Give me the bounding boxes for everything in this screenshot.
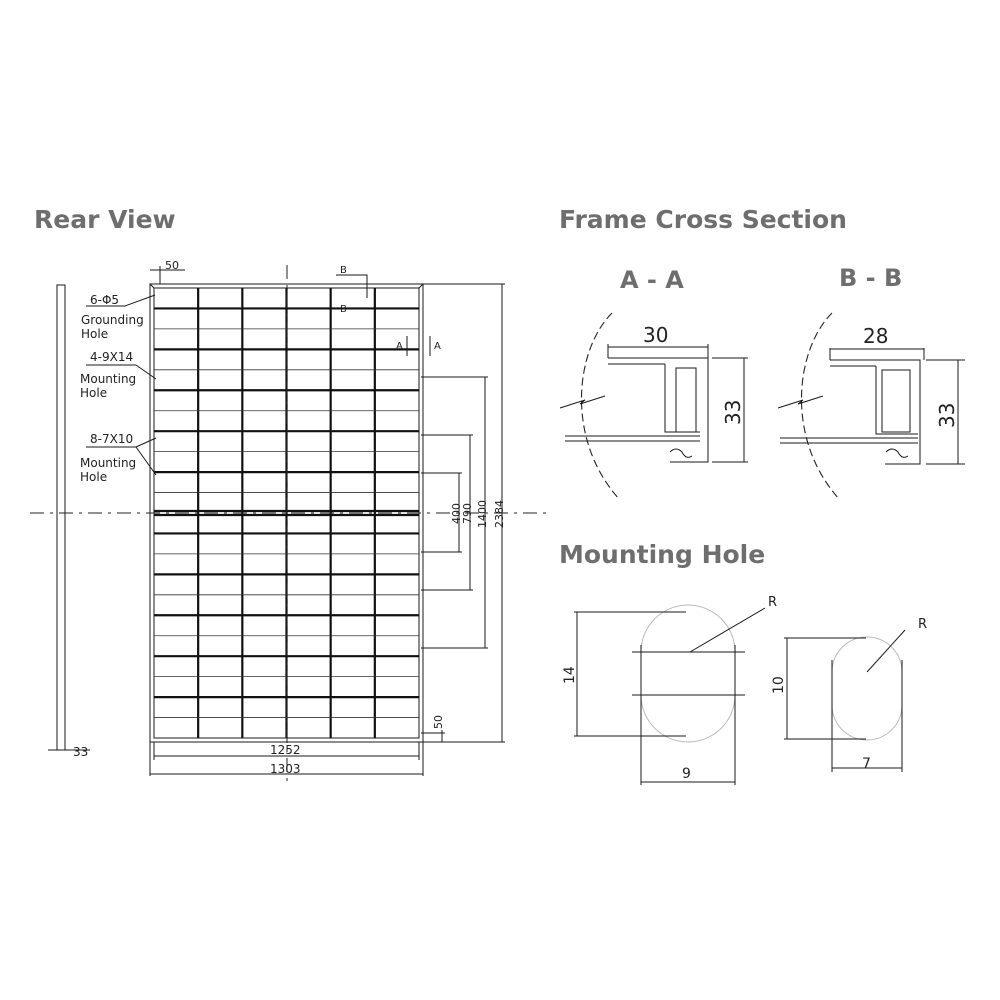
svg-text:Hole: Hole	[80, 470, 107, 484]
svg-text:6-Φ5: 6-Φ5	[90, 293, 119, 307]
dim-outer-width: 1303	[270, 762, 301, 776]
dim-400: 400	[450, 503, 463, 524]
svg-text:Mounting: Mounting	[80, 456, 136, 470]
svg-text:Mounting: Mounting	[80, 372, 136, 386]
mounting-hole-heading: Mounting Hole	[559, 540, 766, 569]
frame-depth-dim: 33	[73, 745, 88, 759]
horizontal-dimensions: 1252 1303	[149, 742, 424, 776]
frame-cross-section-heading: Frame Cross Section	[559, 205, 847, 234]
section-a-right-label: A	[434, 341, 441, 352]
section-b-top-label: B	[340, 265, 347, 276]
section-marker-a: A A	[396, 336, 441, 356]
section-marker-b: B B	[336, 265, 368, 315]
section-b-bottom-label: B	[340, 304, 347, 315]
top-offset-dim: 50	[150, 259, 185, 284]
svg-text:Hole: Hole	[80, 386, 107, 400]
section-a-left-label: A	[396, 341, 403, 352]
side-profile: 33	[48, 284, 90, 759]
dim-2384: 2384	[493, 500, 506, 528]
svg-text:Hole: Hole	[81, 327, 108, 341]
svg-text:4-9X14: 4-9X14	[90, 350, 133, 364]
dim-1400: 1400	[476, 500, 489, 528]
dim-790: 790	[461, 503, 474, 524]
dim-inner-width: 1252	[270, 743, 301, 757]
bottom-offset-dim: 50	[421, 715, 445, 742]
svg-text:Grounding: Grounding	[81, 313, 144, 327]
rear-view-heading: Rear View	[34, 205, 176, 234]
svg-text:8-7X10: 8-7X10	[90, 432, 133, 446]
vertical-dimensions: 400 790 1400 2384	[421, 283, 506, 743]
mounting-hole-a-callout: 4-9X14 Mounting Hole	[80, 350, 157, 400]
svg-text:50: 50	[165, 259, 179, 272]
svg-text:50: 50	[432, 715, 445, 729]
grounding-hole-callout: 6-Φ5 Grounding Hole	[81, 293, 156, 341]
mounting-hole-b-callout: 8-7X10 Mounting Hole	[80, 432, 157, 484]
